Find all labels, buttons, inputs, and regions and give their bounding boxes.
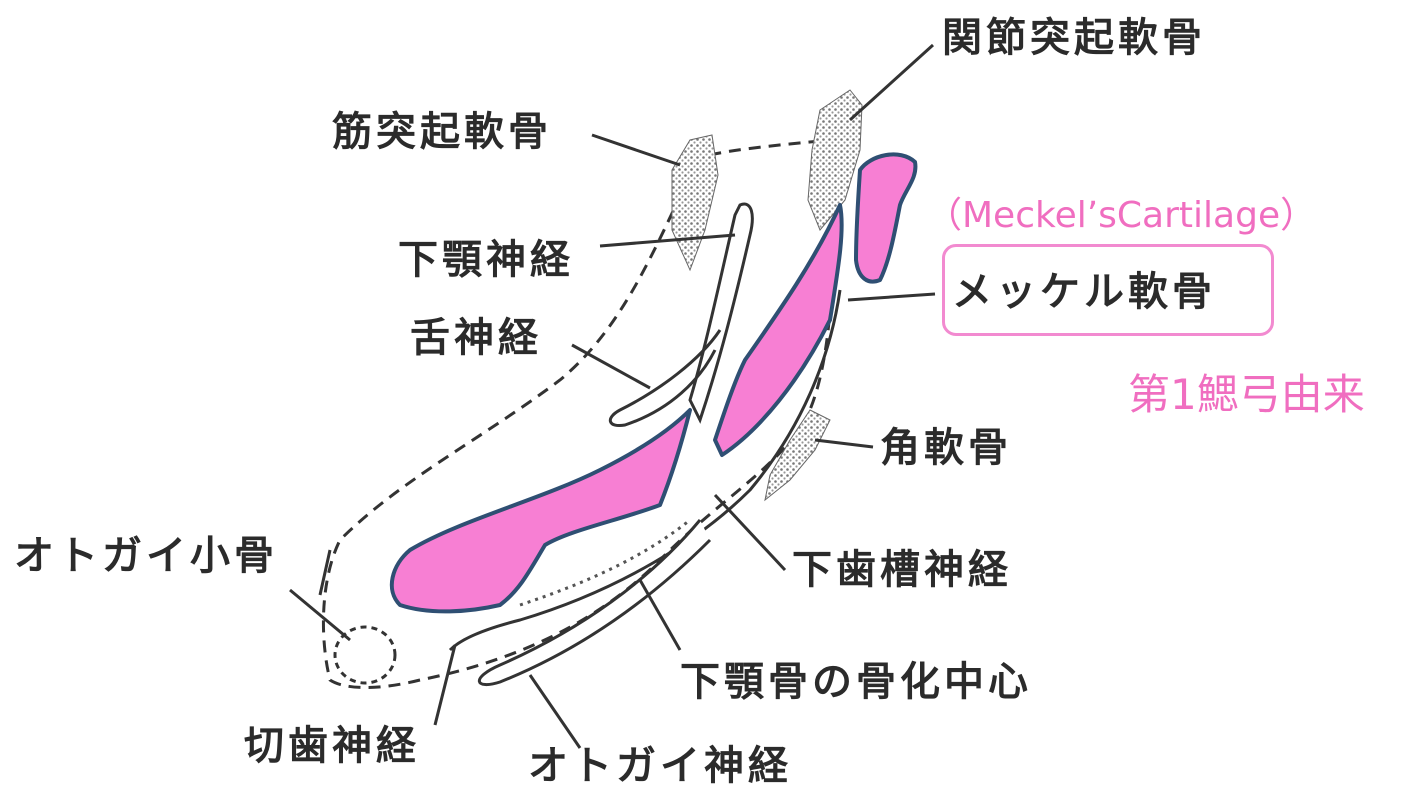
meckel-cartilage-upper [854, 152, 918, 284]
label-meckel-cartilage: メッケル軟骨 [952, 269, 1216, 315]
label-inferior-alveolar-nerve: 下歯槽神経 [792, 547, 1012, 593]
label-lingual-nerve: 舌神経 [410, 315, 542, 361]
meckel-cartilage-lower [389, 408, 692, 614]
label-meckel-english: （Meckel’sCartilage） [926, 195, 1317, 236]
label-mandibular-nerve: 下顎神経 [398, 237, 574, 283]
label-angular-cartilage: 角軟骨 [880, 425, 1012, 471]
coronoid-cartilage-shape [671, 134, 719, 272]
ossification-center-dots [519, 518, 691, 607]
meckel-cartilage-middle [713, 203, 844, 457]
label-condylar-cartilage: 関節突起軟骨 [942, 15, 1206, 61]
lingual-nerve-shape [609, 329, 722, 428]
label-mental-nerve: オトガイ神経 [528, 743, 792, 789]
mental-ossicle-shape [333, 625, 397, 685]
label-ossification-center: 下顎骨の骨化中心 [680, 659, 1032, 705]
label-mental-ossicle: オトガイ小骨 [14, 533, 278, 579]
label-incisive-nerve: 切歯神経 [244, 723, 420, 769]
label-coronoid-cartilage: 筋突起軟骨 [332, 109, 552, 155]
leader-lines [289, 43, 936, 749]
mental-nerve-shape [477, 519, 712, 687]
angular-cartilage-shape [764, 409, 831, 502]
meckel-label-box [942, 244, 1274, 336]
label-first-arch-origin: 第1鰓弓由来 [1128, 370, 1365, 419]
condylar-cartilage-shape [807, 89, 863, 231]
